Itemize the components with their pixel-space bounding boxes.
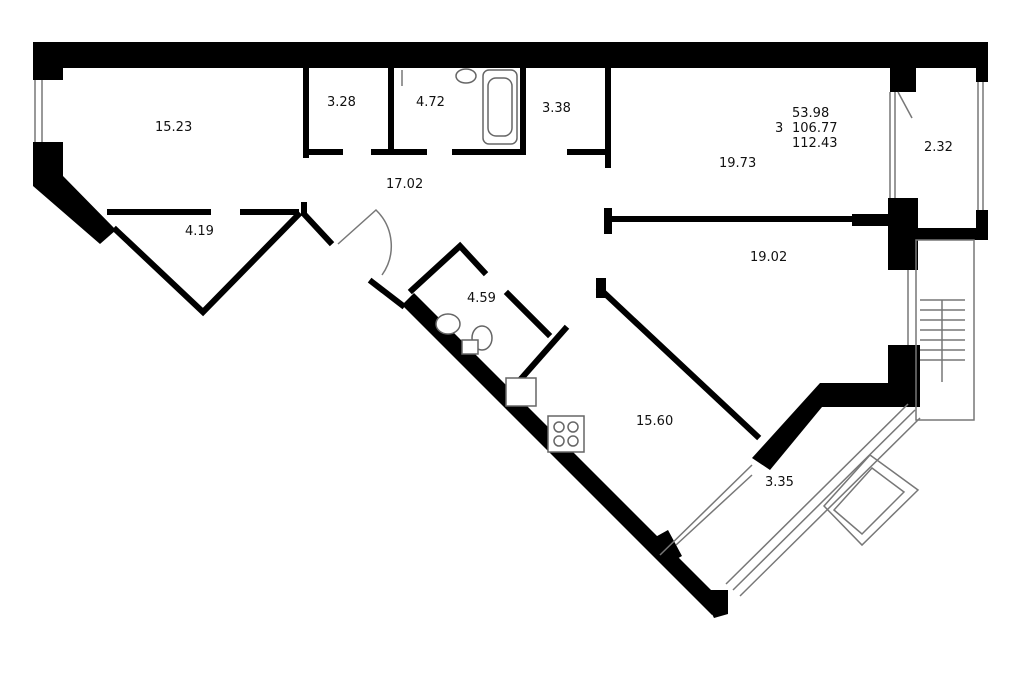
total-area-with-balcony: 112.43 xyxy=(792,136,838,151)
room-area-4-59: 4.59 xyxy=(467,291,496,306)
rooms-count: 3 xyxy=(775,121,784,136)
loggia-glazing-3 xyxy=(739,417,921,597)
wc-bottom-wall xyxy=(515,324,570,385)
entrance-door xyxy=(337,208,392,276)
room-area-3-28: 3.28 xyxy=(327,95,356,110)
divider-stub xyxy=(604,208,612,234)
loggia-left-block xyxy=(650,530,682,566)
living-area: 53.98 xyxy=(792,106,830,121)
room-area-19-02: 19.02 xyxy=(750,250,788,265)
balcony-right-stub xyxy=(976,42,988,82)
balcony-slab-inner xyxy=(832,466,906,536)
left-wall-upper xyxy=(33,42,63,80)
balcony-bottom-wall xyxy=(888,228,988,240)
lower-diagonal-wall xyxy=(402,293,724,615)
loggia-glazing-1 xyxy=(732,409,916,591)
room-area-17-02: 17.02 xyxy=(386,177,424,192)
room-area-4-19: 4.19 xyxy=(185,224,214,239)
hall-wall-stub xyxy=(301,202,335,247)
storage-wall xyxy=(111,210,303,317)
loggia-window-outer xyxy=(659,464,753,556)
bathtub-inner xyxy=(487,77,513,137)
washbasin-bath xyxy=(455,68,477,84)
room-area-4-72: 4.72 xyxy=(416,95,445,110)
total-area: 106.77 xyxy=(792,121,838,136)
balcony-door xyxy=(897,91,913,119)
balcony-slab xyxy=(822,453,920,547)
left-diagonal-wall xyxy=(33,176,116,244)
stove-burner xyxy=(553,421,565,433)
room-area-15-60: 15.60 xyxy=(636,414,674,429)
top-wall xyxy=(33,42,988,68)
stove-burner xyxy=(567,421,579,433)
room-area-19-73: 19.73 xyxy=(719,156,757,171)
stove-burner xyxy=(567,435,579,447)
stove xyxy=(547,415,585,453)
loggia-glazing-2 xyxy=(725,403,909,585)
room-area-15-23: 15.23 xyxy=(155,120,193,135)
kitchen-partition xyxy=(595,284,762,441)
loggia-window-inner xyxy=(675,474,753,546)
right-top-wall xyxy=(890,42,916,92)
divider-end xyxy=(852,214,890,226)
room-area-2-32: 2.32 xyxy=(924,140,953,155)
kitchen-sink xyxy=(505,377,537,407)
stove-burner xyxy=(553,435,565,447)
wc-right-wall xyxy=(503,289,553,339)
stair-steps xyxy=(920,299,965,382)
apartment-summary: 53.98 3 106.77 112.43 xyxy=(775,107,865,153)
bottom-corner xyxy=(700,590,728,618)
wc-sink xyxy=(435,313,461,335)
left-wall-lower xyxy=(33,142,63,176)
washing-machine xyxy=(461,339,479,355)
loggia-corner-wall xyxy=(752,383,918,470)
staircase xyxy=(915,239,975,421)
room-area-3-35: 3.35 xyxy=(765,475,794,490)
wc-wall xyxy=(407,241,489,295)
kitchen-partition-end xyxy=(596,278,606,298)
balcony-right-stub-2 xyxy=(976,210,988,240)
entrance-wall xyxy=(367,277,407,310)
room-area-3-38: 3.38 xyxy=(542,101,571,116)
